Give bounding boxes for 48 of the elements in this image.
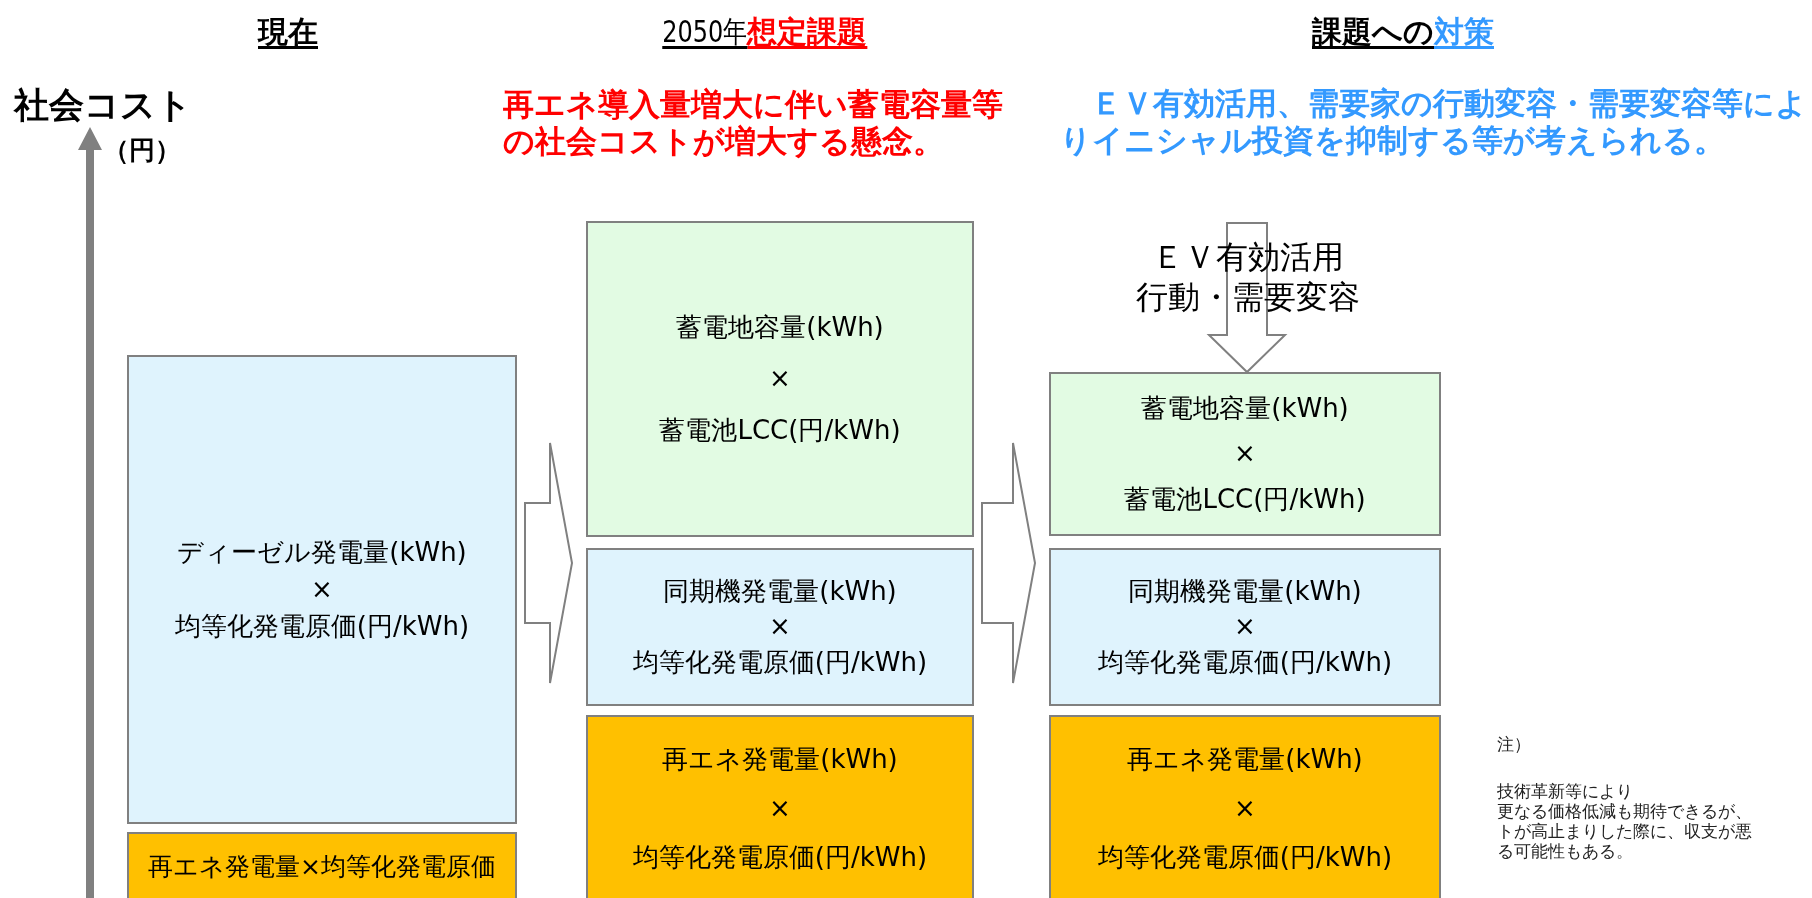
formula-text: 再エネ発電量×均等化発電原価	[148, 852, 496, 882]
formula-text: 蓄電地容量(kWh)	[676, 312, 884, 344]
issue-text: 再エネ導入量増大に伴い蓄電容量等の社会コストが増大する懸念。	[503, 86, 1003, 161]
note-heading: 注）	[1497, 734, 1531, 754]
formula-text: 均等化発電原価(円/kWh)	[632, 646, 928, 678]
note-text: 技術革新等により	[1497, 781, 1633, 801]
measure-text: ＥＶ有効活用、需要家の行動変容・需要変容等によりイニシャル投資を抑制する等が考えられる。	[1060, 86, 1808, 160]
note-text: 更なる価格低減も期待できるが、	[1497, 801, 1752, 821]
formula-text: ×	[1234, 438, 1256, 470]
process-box	[1049, 372, 1441, 536]
formula-text: ×	[1234, 792, 1256, 825]
formula-text: ×	[769, 792, 791, 825]
note-text: る可能性もある。	[1497, 841, 1633, 861]
process-box	[1049, 715, 1441, 898]
process-box	[586, 548, 974, 706]
formula-text: 蓄電池LCC(円/kWh)	[1124, 483, 1366, 515]
formula-text: ×	[311, 573, 333, 606]
formula-text: ディーゼル発電量(kWh)	[177, 536, 467, 568]
formula-text: 均等化発電原価(円/kWh)	[1097, 842, 1393, 874]
process-box	[127, 832, 517, 898]
measure-label: 行動・需要変容	[1135, 277, 1360, 317]
axis-unit: （円）	[103, 135, 181, 165]
block-arrow	[1206, 222, 1288, 374]
formula-text: ×	[1234, 611, 1256, 643]
note-text: トが高止まりした際に、収支が悪	[1497, 821, 1752, 841]
process-box	[127, 355, 517, 824]
formula-text: ×	[769, 363, 791, 395]
formula-text: 均等化発電原価(円/kWh)	[174, 611, 470, 643]
process-box	[586, 715, 974, 898]
formula-text: 均等化発電原価(円/kWh)	[1097, 646, 1393, 678]
formula-text: 同期機発電量(kWh)	[663, 576, 897, 608]
process-box	[1049, 548, 1441, 706]
column-heading: 課題への	[1312, 14, 1434, 49]
process-box	[586, 221, 974, 537]
block-arrow	[524, 442, 573, 684]
axis-title: 社会コスト	[14, 85, 192, 125]
column-heading: 想定課題	[747, 14, 868, 49]
block-arrow	[981, 442, 1036, 684]
formula-text: 均等化発電原価(円/kWh)	[632, 842, 928, 874]
measure-label: ＥＶ有効活用	[1151, 237, 1344, 277]
formula-text: 再エネ発電量(kWh)	[662, 743, 898, 775]
column-heading: 現在	[258, 14, 318, 49]
formula-text: 同期機発電量(kWh)	[1128, 576, 1362, 608]
formula-text: ×	[769, 611, 791, 643]
formula-text: 蓄電池LCC(円/kWh)	[659, 414, 901, 446]
formula-text: 蓄電地容量(kWh)	[1141, 393, 1349, 425]
formula-text: 再エネ発電量(kWh)	[1127, 743, 1363, 775]
column-heading: 対策	[1434, 14, 1494, 49]
